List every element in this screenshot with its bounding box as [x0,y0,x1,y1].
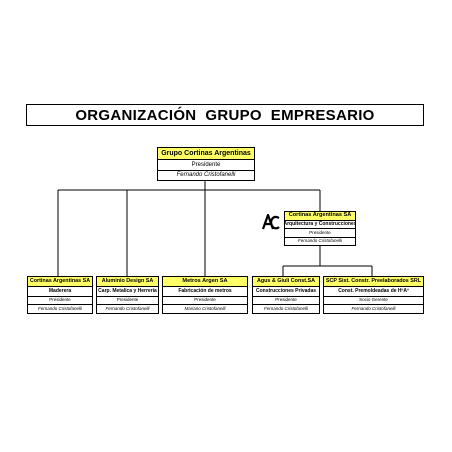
org-node-description: Const. Premoldeadas de HºAº [324,286,423,295]
org-node-name: Grupo Cortinas Argentinas [158,148,254,160]
org-node-role: Presidente [28,295,92,305]
org-node-role: Presidente [253,295,319,305]
org-node-company-3: Metros Argen SA Fabricación de metros Pr… [162,276,248,314]
org-node-description: Fabricación de metros [163,286,247,295]
org-node-role: Presidente [97,295,158,305]
org-node-person: Fernando Cristofanelli [97,304,158,313]
org-node-person: Fernando Cristofanelli [158,169,254,180]
org-node-name: Agus & Giuli Const.SA [253,277,319,287]
org-node-person: Mariano Cristofanelli [163,304,247,313]
org-node-person: Fernando Cristofanelli [324,304,423,313]
org-node-company-5: SCP Sist. Constr. Preelaborados SRL Cons… [323,276,424,314]
org-node-company-1: Cortinas Argentinas SA Maderera Presiden… [27,276,93,314]
org-node-name: SCP Sist. Constr. Preelaborados SRL [324,277,423,287]
org-node-name: Aluminio Design SA [97,277,158,287]
org-node-role: Presidente [158,159,254,169]
org-node-description: Maderera [28,286,92,295]
org-node-name: Cortinas Argentinas SA [285,212,355,221]
org-node-role: Presidente [285,228,355,236]
org-node-company-4: Agus & Giuli Const.SA Construcciones Pri… [252,276,320,314]
org-node-description: Carp. Metalica y Herrería [97,286,158,295]
org-node-description: Construcciones Privadas [253,286,319,295]
org-node-person: Fernando Cristofanelli [253,304,319,313]
chart-title: ORGANIZACIÓN GRUPO EMPRESARIO [26,104,424,126]
org-node-mid: Cortinas Argentinas SA Arquitectura y Co… [284,211,356,246]
org-node-person: Fernando Cristofanelli [285,236,355,245]
org-node-company-2: Aluminio Design SA Carp. Metalica y Herr… [96,276,159,314]
org-node-person: Fernando Cristofanelli [28,304,92,313]
ac-company-logo-icon [262,214,280,230]
org-node-description: Arquitectura y Construcciones [285,220,355,228]
org-node-role: Presidente [163,295,247,305]
org-node-role: Socio Gerente [324,295,423,305]
org-node-name: Metros Argen SA [163,277,247,287]
org-node-root: Grupo Cortinas Argentinas Presidente Fer… [157,147,255,181]
org-node-name: Cortinas Argentinas SA [28,277,92,287]
